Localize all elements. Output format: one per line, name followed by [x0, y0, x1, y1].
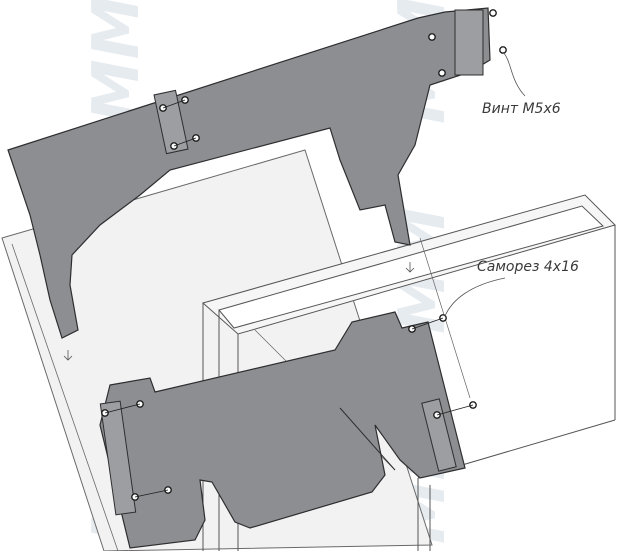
arrows — [63, 262, 415, 361]
down-arrow-icon — [63, 350, 73, 361]
screws — [101, 9, 507, 501]
hinge-plate — [454, 9, 484, 76]
callout-screw-m5x6: Винт М5х6 — [482, 101, 561, 117]
left-panel-edge — [11, 243, 119, 551]
leader-screw — [502, 51, 526, 97]
watermark-text: MM — [80, 0, 154, 123]
hinge-plate — [421, 398, 457, 472]
cabinet-box — [201, 194, 616, 551]
screw-axis-lines — [104, 99, 474, 498]
screw-icon — [499, 46, 507, 54]
screw-icon — [428, 33, 436, 41]
hinge-plate — [99, 400, 137, 516]
leader-self-tapping — [444, 277, 506, 317]
screw-icon — [489, 9, 497, 17]
screw-icon — [438, 69, 446, 77]
bottom-bracket — [99, 311, 466, 549]
down-arrow-icon — [405, 262, 415, 273]
callout-self-tapping-screw: Саморез 4х16 — [477, 259, 579, 275]
callout-leaders — [444, 51, 526, 317]
